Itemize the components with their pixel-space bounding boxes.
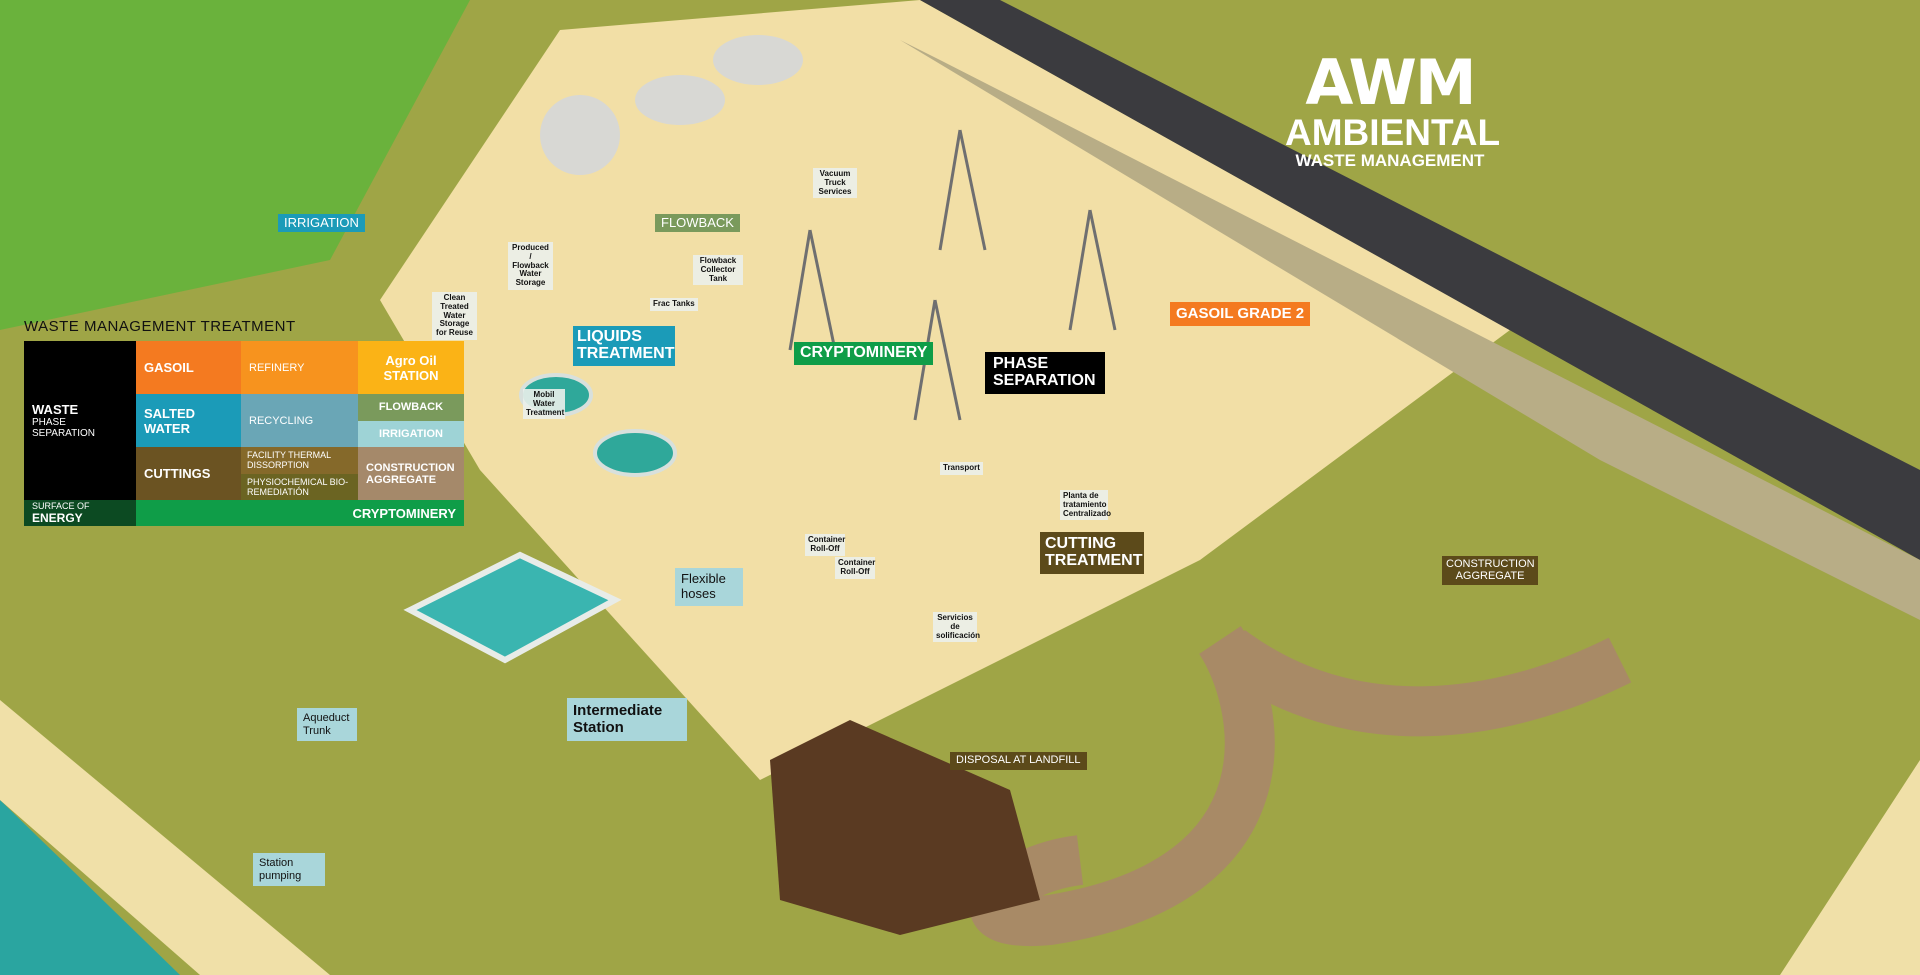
- intermediate-station-label: Intermediate Station: [567, 698, 687, 741]
- cuttings-cell: CUTTINGS: [136, 447, 241, 500]
- vacuum-truck-label: Vacuum Truck Services: [813, 168, 857, 199]
- flowback-output: FLOWBACK: [358, 394, 464, 421]
- construction-aggregate-label: CONSTRUCTION AGGREGATE: [1442, 556, 1538, 586]
- recycling-label: RECYCLING: [249, 414, 314, 427]
- landfill-pit: [770, 720, 1040, 935]
- servicios-label: Servicios de solificación: [933, 612, 980, 643]
- irrigation-label: IRRIGATION: [278, 214, 365, 232]
- waste-title: WASTE: [32, 402, 79, 417]
- produced-water-label: Produced / Flowback Water Storage: [508, 242, 553, 290]
- energy-small: SURFACE OF: [32, 501, 90, 511]
- station-pumping-label: Station pumping: [253, 853, 325, 887]
- flowback-label: FLOWBACK: [655, 214, 740, 232]
- refinery-cell: REFINERY: [241, 341, 358, 394]
- awm-logo: AWM AMBIENTAL WASTE MANAGEMENT: [1285, 46, 1501, 171]
- salted-water-label: SALTED WATER: [144, 405, 196, 436]
- flexible-hoses-label: Flexible hoses: [675, 568, 743, 606]
- waste-sub: PHASE SEPARATION: [32, 417, 95, 439]
- salted-water-cell: SALTED WATER: [136, 394, 241, 447]
- gasoil-label: GASOIL: [144, 360, 194, 375]
- aggregate-label: CONSTRUCTION AGGREGATE: [366, 461, 455, 486]
- road: [920, 0, 1920, 560]
- refinery-label: REFINERY: [249, 361, 305, 374]
- container-2-label: Container Roll-Off: [835, 557, 875, 579]
- agro-oil-cell: Agro Oil STATION: [358, 341, 464, 394]
- planta-label: Planta de tratamiento Centralizado: [1060, 490, 1111, 521]
- right-beach: [1780, 760, 1920, 975]
- gasoil-grade2-label: GASOIL GRADE 2: [1170, 302, 1311, 326]
- table-title: WASTE MANAGEMENT TREATMENT: [24, 318, 296, 335]
- liquids-treatment-label: LIQUIDS TREATMENT: [573, 326, 675, 366]
- beach: [0, 700, 330, 975]
- gravel-shoulder: [900, 40, 1920, 620]
- logo-mark: AWM: [1305, 46, 1476, 119]
- cutting-treatment-label: CUTTING TREATMENT: [1040, 532, 1144, 574]
- cuttings-label: CUTTINGS: [144, 466, 211, 481]
- clean-water-label: Clean Treated Water Storage for Reuse: [432, 292, 477, 340]
- cryptominery-output: CRYPTOMINERY: [352, 505, 456, 521]
- collector-tank-label: Flowback Collector Tank: [693, 255, 743, 286]
- transport-label: Transport: [940, 462, 983, 475]
- sea: [0, 800, 180, 975]
- frac-tanks-label: Frac Tanks: [650, 298, 698, 311]
- aggregate-cell: CONSTRUCTION AGGREGATE: [358, 447, 464, 500]
- mobil-water-label: Mobil Water Treatment: [523, 389, 565, 420]
- agro-oil-label: Agro Oil STATION: [383, 352, 439, 383]
- cryptominery-cell: CRYPTOMINERY: [136, 500, 464, 526]
- cryptominery-label: CRYPTOMINERY: [794, 342, 934, 365]
- logo-tagline: WASTE MANAGEMENT: [1295, 151, 1485, 170]
- forest-area: [0, 0, 470, 330]
- disposal-landfill-label: DISPOSAL AT LANDFILL: [950, 752, 1087, 770]
- tanks: [540, 35, 803, 175]
- thermal-process: FACILITY THERMAL DISSORPTION: [241, 447, 358, 474]
- phase-separation-label: PHASE SEPARATION: [985, 352, 1105, 394]
- bio-process: PHYSIOCHEMICAL BIO-REMEDIATIÓN: [241, 473, 358, 500]
- facility-pad: [380, 0, 1510, 780]
- container-1-label: Container Roll-Off: [805, 534, 845, 556]
- energy-label: ENERGY: [32, 511, 83, 525]
- recycling-cell: RECYCLING: [241, 394, 358, 447]
- gasoil-cell: GASOIL: [136, 341, 241, 394]
- aqueduct-trunk-label: Aqueduct Trunk: [297, 708, 357, 742]
- dirt-path: [969, 626, 1632, 947]
- logo-name: AMBIENTAL: [1285, 112, 1501, 153]
- irrigation-output: IRRIGATION: [358, 420, 464, 447]
- derricks: [788, 129, 1117, 421]
